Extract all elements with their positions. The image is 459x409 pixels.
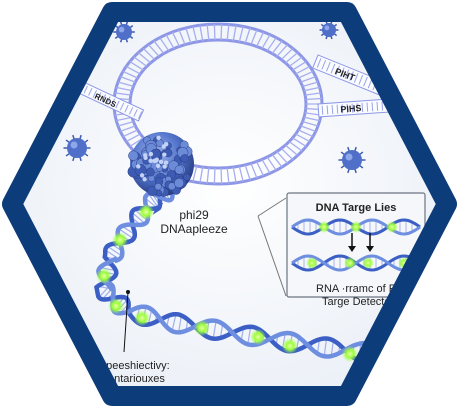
inset-highlight — [362, 257, 374, 269]
inset-caption-line2: Targe Detecto — [322, 296, 390, 308]
tag-b: PIHS — [340, 103, 362, 114]
virus-particle-icon — [113, 21, 135, 43]
highlight-marker — [108, 298, 124, 314]
hexagon-frame — [2, 2, 457, 406]
highlight-marker — [138, 204, 154, 220]
dna-strand-b — [96, 185, 423, 366]
virus-particle-icon — [63, 134, 91, 162]
inset-title: DNA Targe Lies — [316, 202, 397, 214]
highlight-marker — [96, 268, 112, 284]
highlight-marker — [282, 338, 298, 354]
protein-blob-icon — [127, 132, 194, 197]
highlight-marker — [250, 329, 266, 345]
highlight-marker — [112, 232, 128, 248]
inset-highlight — [318, 221, 330, 233]
highlight-marker — [134, 310, 150, 326]
down-arrow-icon — [348, 233, 356, 252]
inset-caption-line1: RNA ·rramc of RN — [316, 283, 405, 295]
inset-highlight — [350, 221, 362, 233]
inset-highlight — [344, 257, 356, 269]
bottom-label-line1: epeeshiectivy: — [100, 360, 170, 372]
polymerase-label-line2: DNAapleeze — [160, 222, 228, 236]
dna-double-helix — [94, 182, 423, 366]
highlight-marker — [194, 320, 210, 336]
bottom-label-line2: entariouxes — [108, 373, 165, 385]
polymerase-protein — [127, 132, 194, 197]
pointer-line — [123, 290, 130, 353]
polymerase-label-line1: phi29 — [179, 208, 209, 222]
virus-particle-icon — [338, 146, 366, 174]
down-arrow-icon — [366, 233, 374, 252]
highlight-marker — [342, 346, 358, 362]
virus-particles — [63, 20, 366, 174]
inset-highlight — [306, 257, 318, 269]
inset-panel: DNA Targe Lies — [257, 192, 426, 298]
inset-highlight — [386, 221, 398, 233]
